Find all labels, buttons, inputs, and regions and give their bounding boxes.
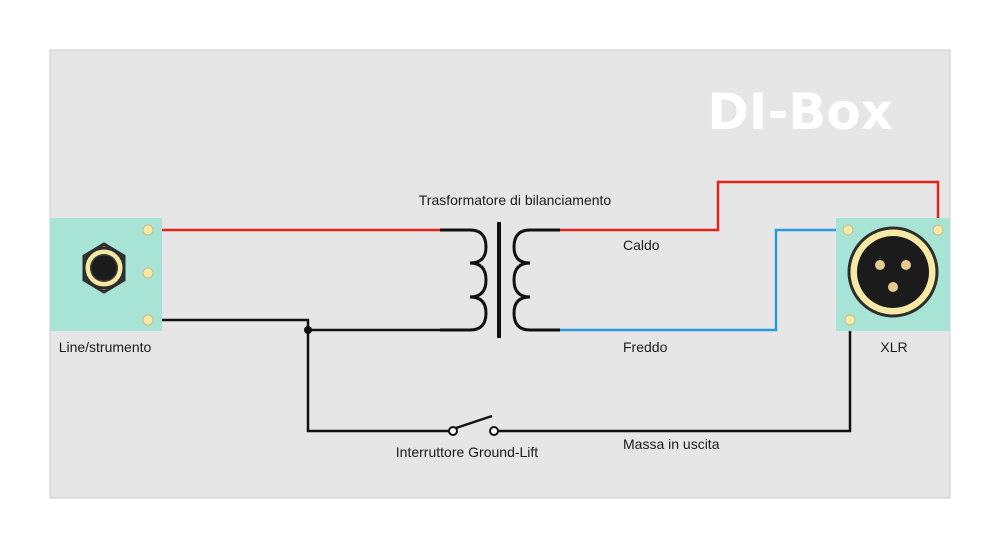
ground-lift-label: Interruttore Ground-Lift	[396, 444, 539, 460]
ground-junction	[304, 326, 312, 334]
diagram-title: DI-Box	[707, 83, 893, 141]
input-label: Line/strumento	[59, 339, 152, 355]
xlr-pin-1	[875, 260, 885, 270]
ground-wire-input	[148, 318, 440, 332]
output-label: XLR	[880, 339, 907, 355]
cold-wire	[560, 228, 848, 332]
transformer-label: Trasformatore di bilanciamento	[419, 192, 612, 208]
jack-sleeve-terminal	[142, 314, 154, 326]
xlr-cold-terminal	[842, 224, 854, 236]
xlr-hot-terminal	[932, 224, 944, 236]
jack-ring-terminal	[142, 267, 154, 279]
input-jack-connector	[50, 218, 162, 331]
jack-tip-terminal	[142, 224, 154, 236]
hot-wire-output	[560, 180, 940, 232]
xlr-pin-3	[888, 282, 898, 292]
xlr-ground-terminal	[844, 314, 856, 326]
hot-label: Caldo	[623, 237, 660, 253]
ground-lift-switch	[448, 414, 499, 436]
xlr-pin-2	[901, 260, 911, 270]
ground-wire-lift	[306, 330, 450, 433]
cold-label: Freddo	[623, 339, 668, 355]
balancing-transformer	[440, 222, 560, 338]
xlr-connector	[836, 218, 950, 331]
ground-wire-output	[495, 320, 852, 433]
ground-output-label: Massa in uscita	[623, 436, 720, 452]
